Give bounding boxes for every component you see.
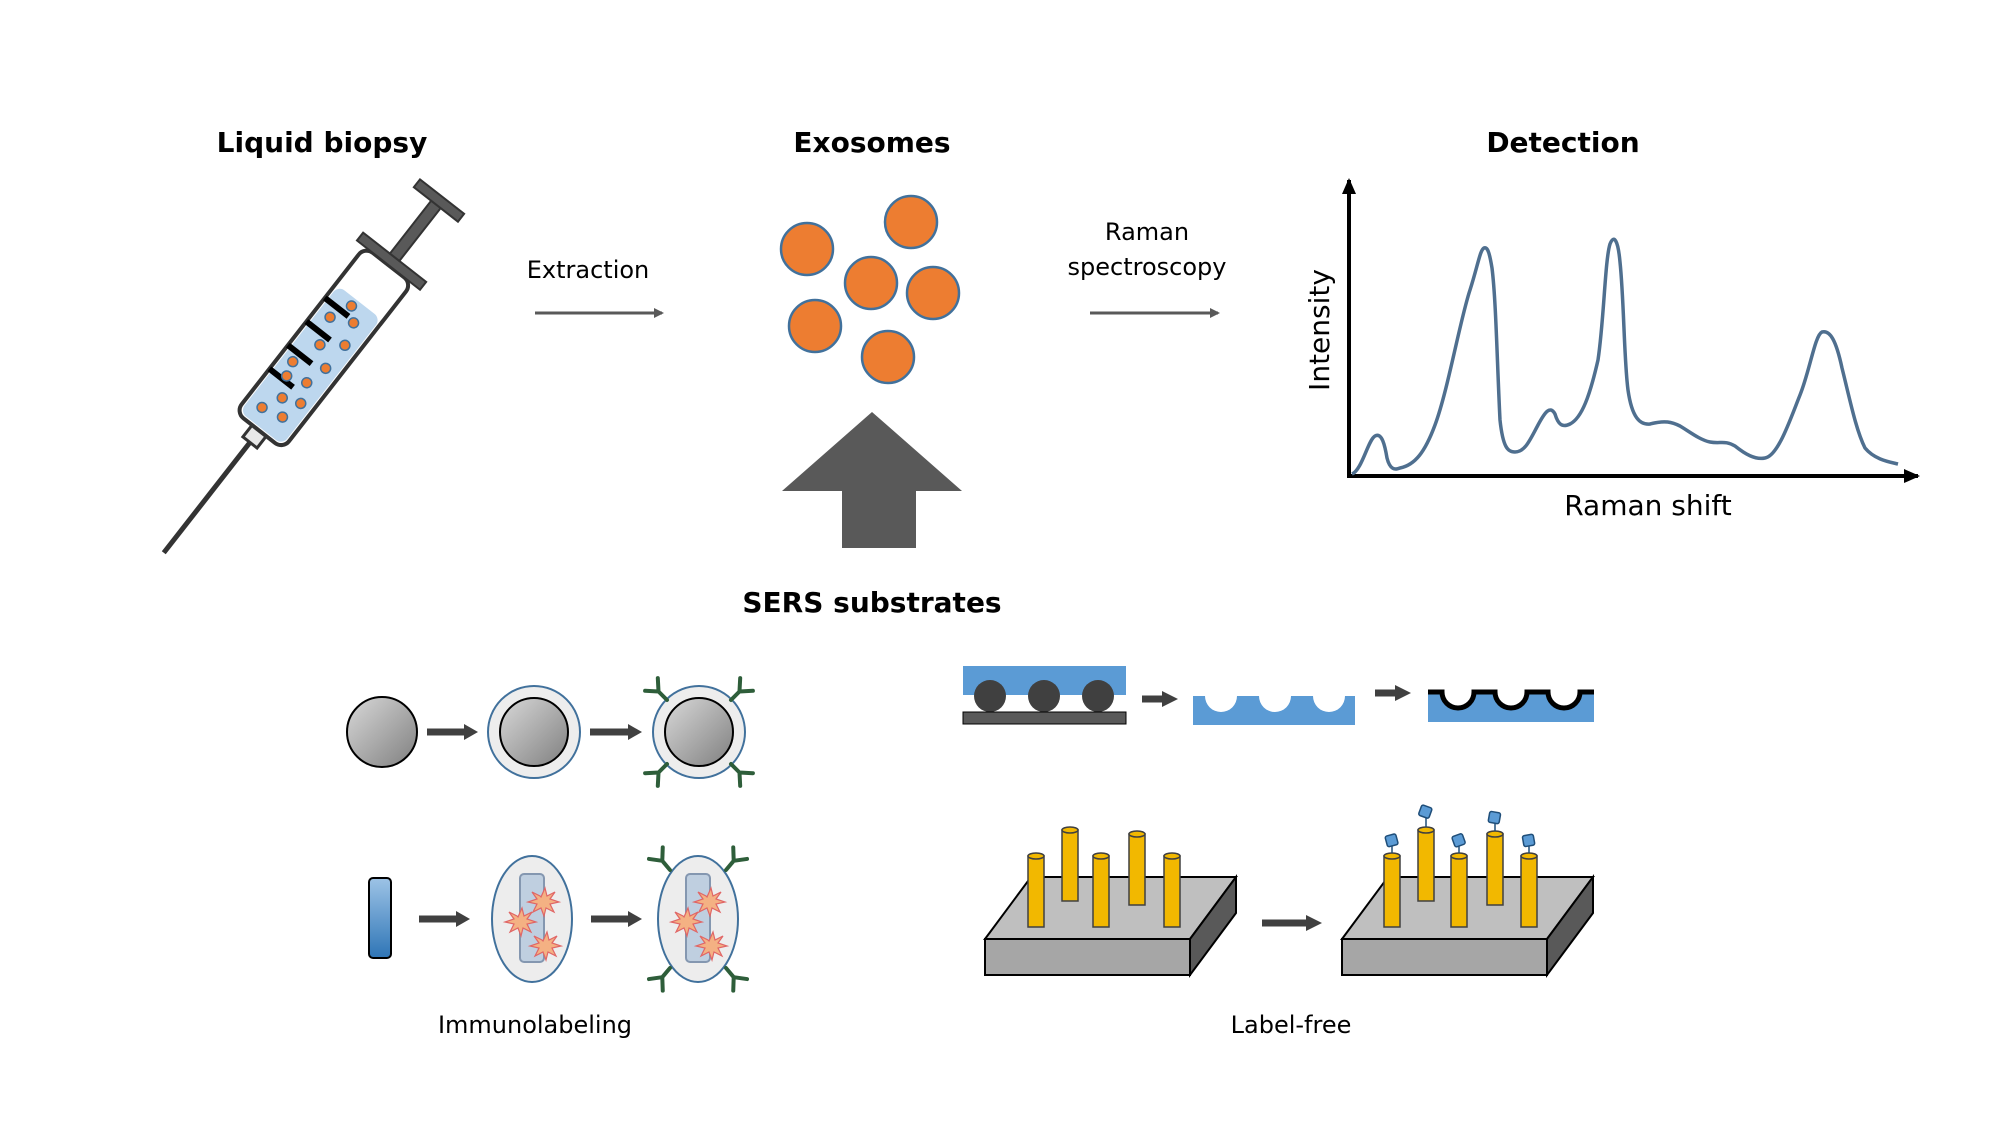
raman-spectrum-plot: Raman shift Intensity (1303, 178, 1920, 522)
y-axis-label: Intensity (1303, 269, 1336, 391)
exosome-particle (787, 298, 843, 354)
label-free-caption: Label-free (1231, 1011, 1352, 1039)
exosome-particle (779, 221, 835, 277)
raman-label-line1: Raman (1105, 218, 1189, 246)
metal-coated-nanobowl-film (1428, 692, 1594, 722)
template-base (962, 711, 1127, 725)
bare-nanoparticle (346, 696, 418, 768)
exosome-particle (860, 329, 916, 385)
raman-reporter-icons (502, 886, 564, 963)
exosome-cluster (779, 194, 961, 385)
immunolabeling-sphere-sequence (346, 678, 753, 786)
raman-label-line2: spectroscopy (1068, 253, 1227, 281)
title-sers-substrates: SERS substrates (742, 586, 1001, 619)
spectrum-line (1350, 237, 1899, 476)
nanobowl-film (1193, 696, 1355, 725)
nanobowl-template-sequence (962, 666, 1594, 725)
nanopillar-substrate-with-exosomes (1340, 804, 1595, 979)
coated-nanoparticle-core (499, 697, 569, 767)
bound-molecule-icons (1384, 804, 1536, 853)
bare-nanorod (368, 877, 392, 959)
exosome-particle (883, 194, 939, 250)
exosome-particle (905, 265, 961, 321)
x-axis-label: Raman shift (1564, 489, 1732, 522)
antibody-nanoparticle-core (664, 697, 734, 767)
immunolabeling-rod-sequence (368, 845, 750, 993)
raman-reporter-icons (668, 886, 730, 963)
big-up-arrow (782, 412, 962, 548)
syringe-icon (161, 177, 466, 555)
title-exosomes: Exosomes (793, 126, 950, 159)
immunolabeling-caption: Immunolabeling (438, 1011, 632, 1039)
nanopillar-substrate-plain (983, 826, 1238, 979)
title-liquid-biopsy: Liquid biopsy (217, 126, 428, 159)
extraction-label: Extraction (527, 256, 650, 284)
title-detection: Detection (1486, 126, 1639, 159)
exosome-particle (843, 255, 899, 311)
